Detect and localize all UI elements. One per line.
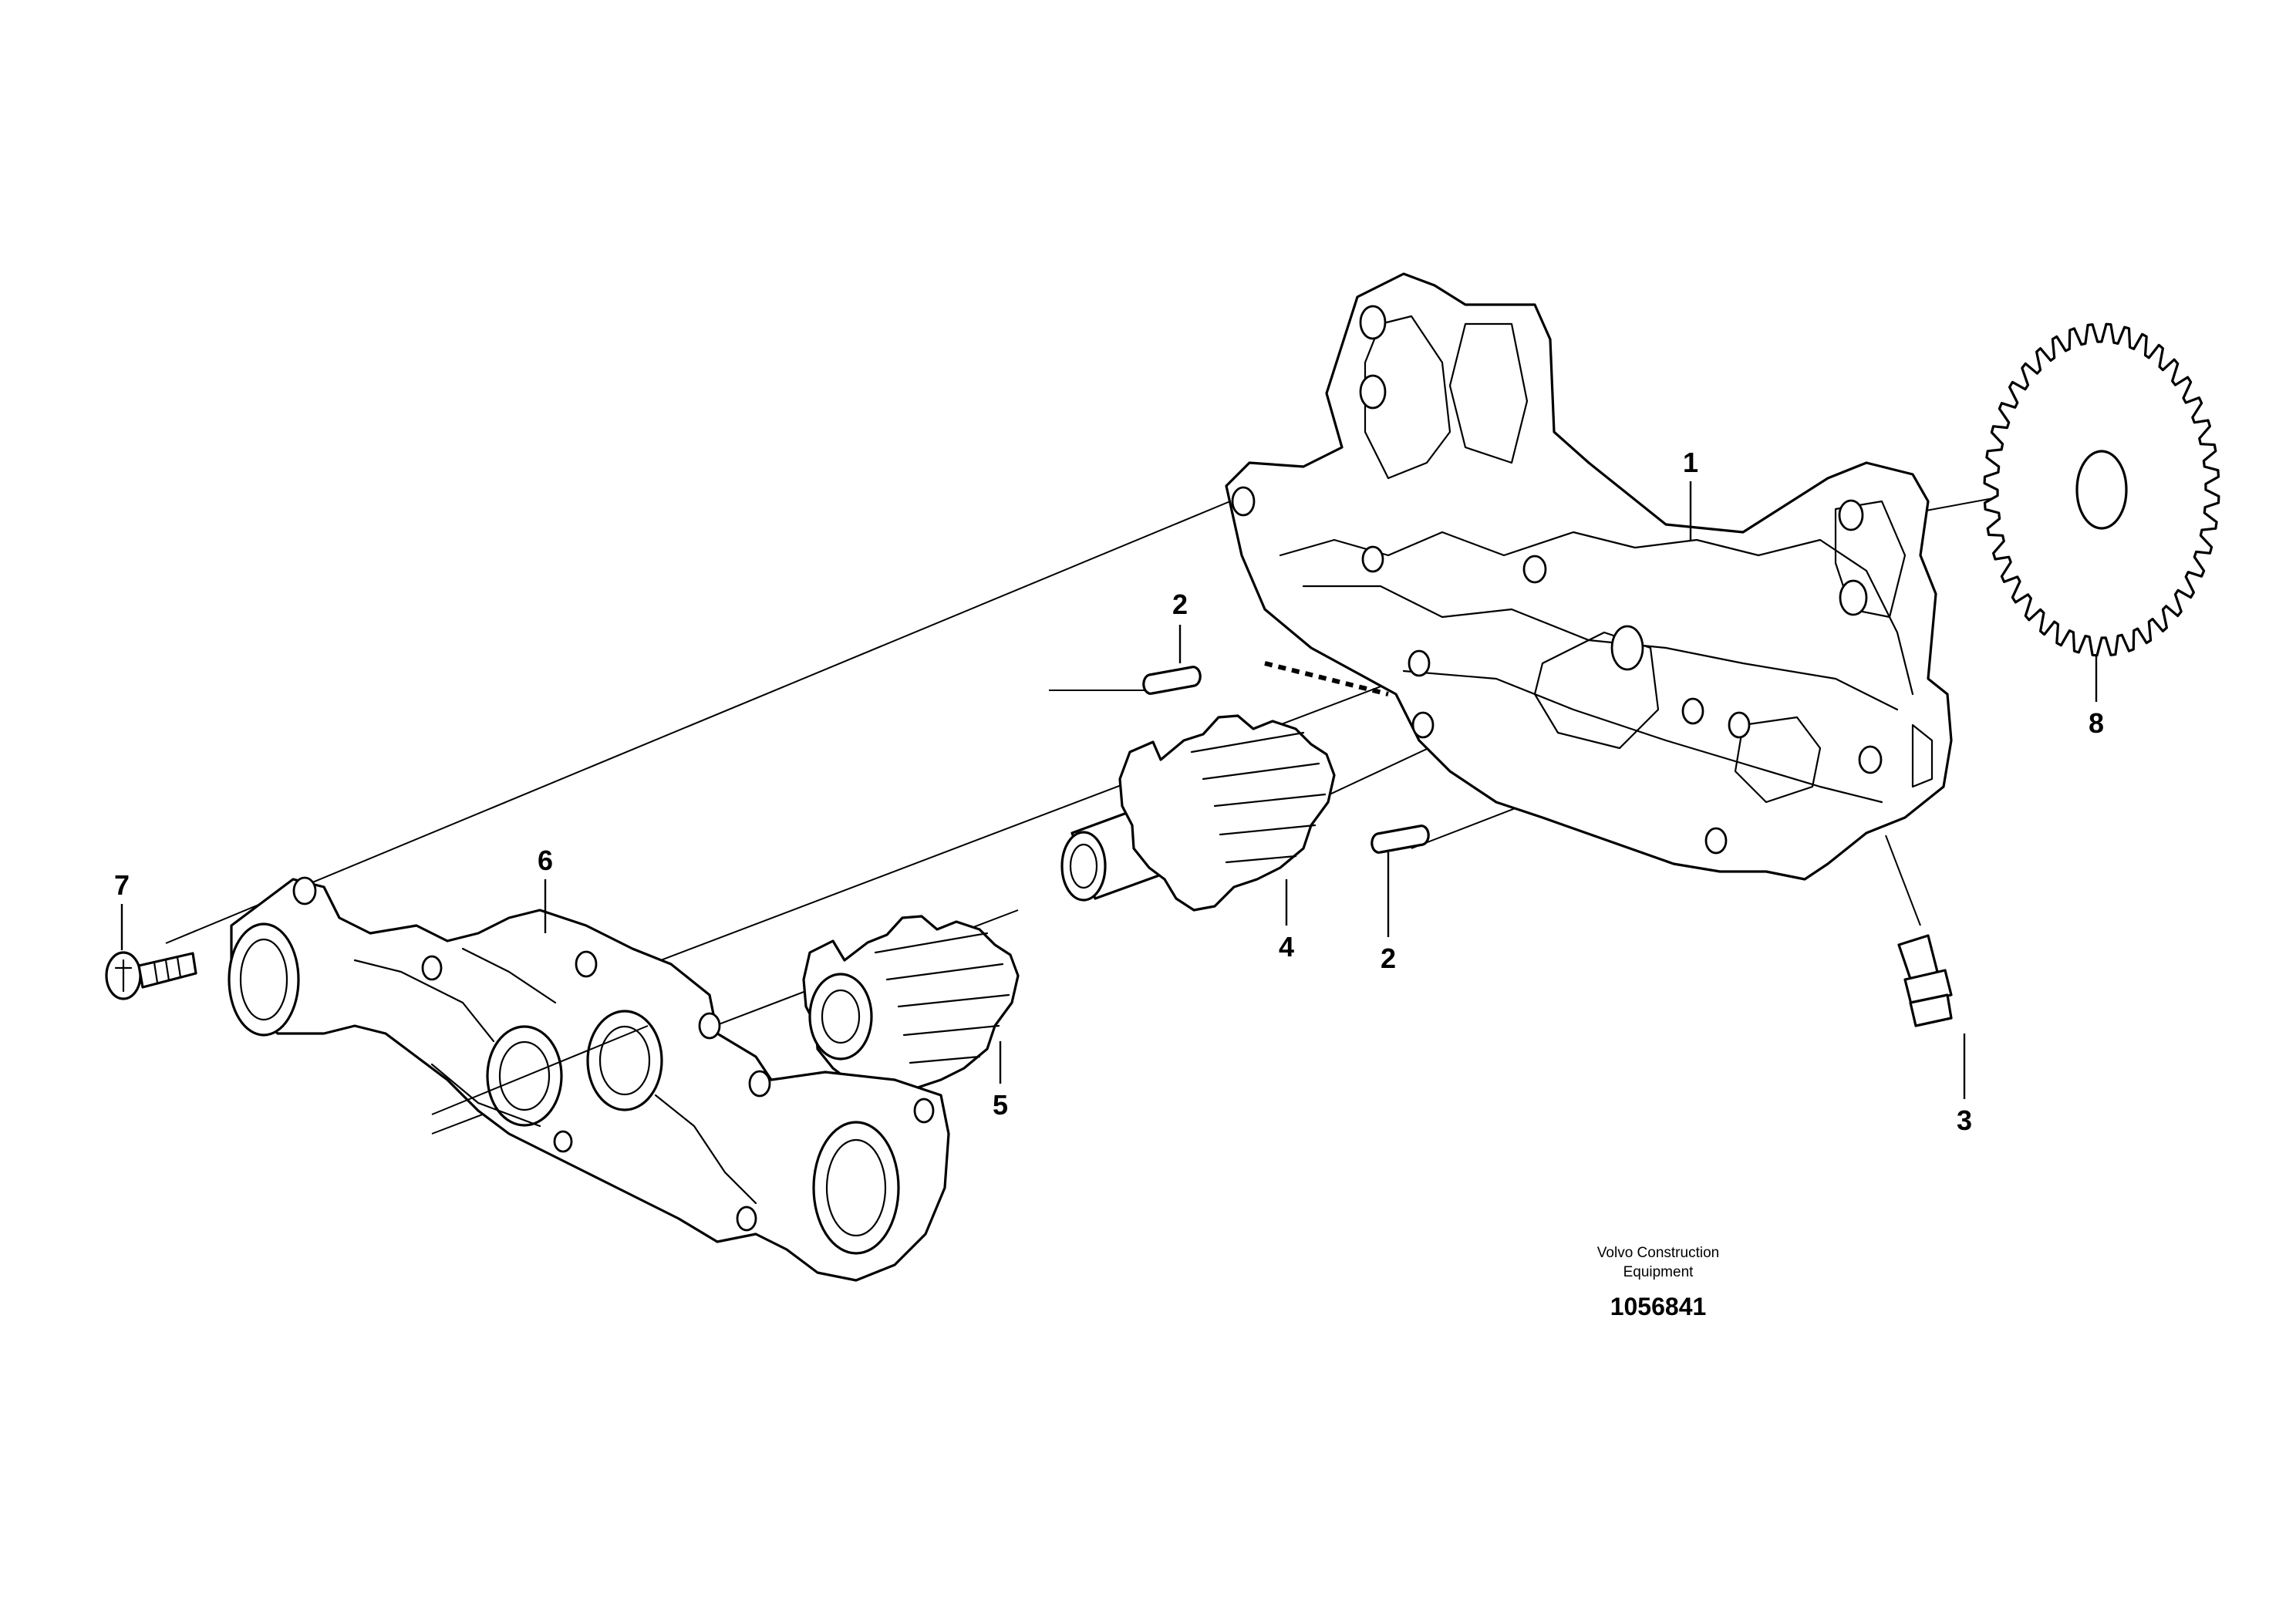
callout-6: 6 [538,845,553,876]
dowel-pin-lower [1371,824,1430,854]
pump-housing [1225,272,1953,881]
drawing-number: 1056841 [1610,1293,1707,1320]
drawing-caption: Volvo Construction Equipment 1056841 [1597,1245,1719,1320]
callout-leaders [120,481,2098,1099]
drive-sprocket [1983,322,2220,657]
callout-1: 1 [1683,447,1698,478]
callout-7: 7 [114,869,130,901]
callout-3: 3 [1957,1104,1972,1136]
pump-cover [228,876,950,1282]
callout-8: 8 [2089,707,2104,739]
cover-screw [105,951,197,1000]
maker-name-line2: Equipment [1623,1264,1694,1280]
callout-labels: 1 2 2 3 4 5 6 7 8 [114,447,2104,1136]
callout-4: 4 [1279,931,1294,963]
callout-5: 5 [993,1089,1008,1121]
drain-plug [1897,934,1953,1027]
drive-gear [1060,714,1336,912]
callout-2-upper: 2 [1172,588,1188,620]
idler-gear [802,915,1020,1112]
callout-2-lower: 2 [1381,943,1396,974]
dowel-pin-upper [1142,666,1202,695]
maker-name-line1: Volvo Construction [1597,1245,1719,1261]
